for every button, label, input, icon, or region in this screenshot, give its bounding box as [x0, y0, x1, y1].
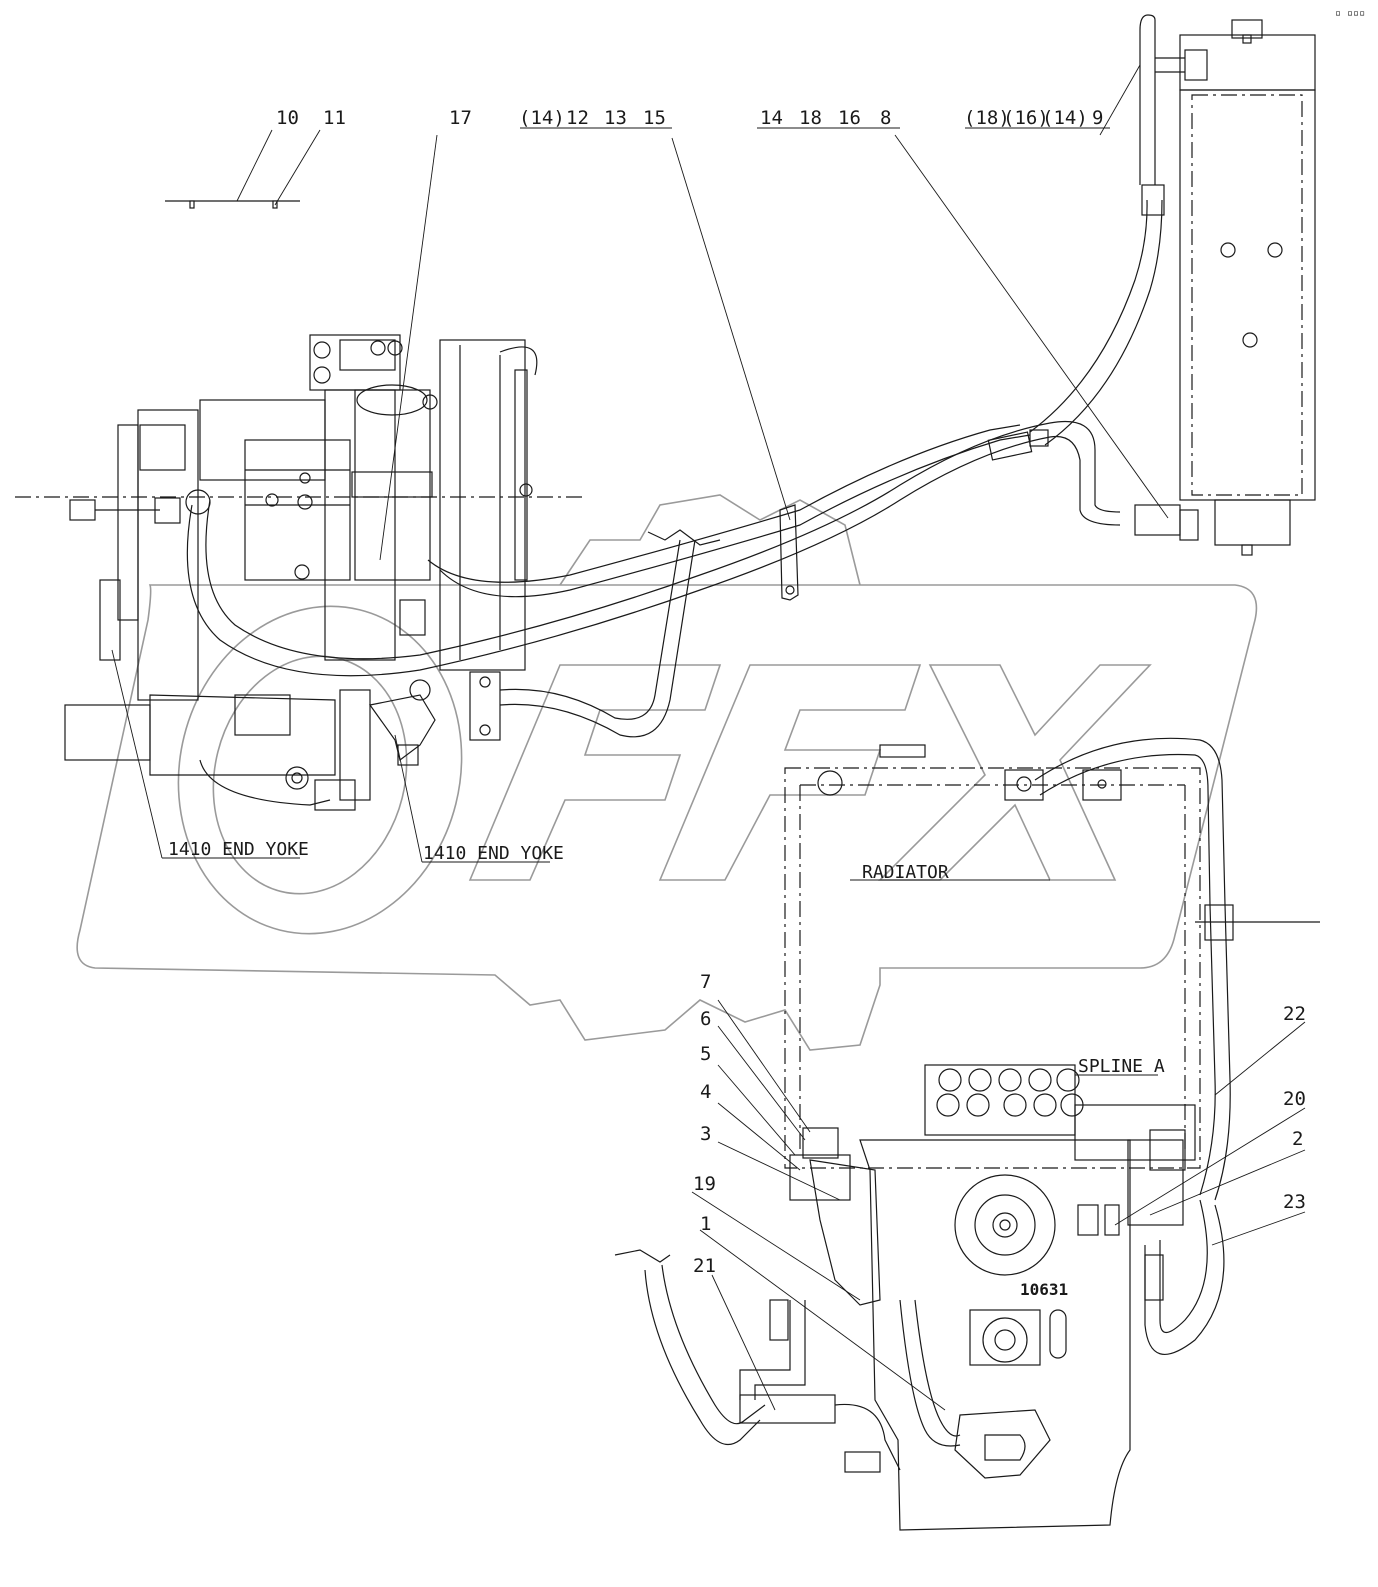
callouts-bottom: 7 6 5 4 3 19 1 21 22 20 2 23: [693, 971, 1306, 1277]
callout-13: 13: [604, 107, 627, 129]
callout-23: 23: [1283, 1191, 1306, 1213]
callout-4: 4: [700, 1081, 711, 1103]
callout-9: 9: [1092, 107, 1103, 129]
callout-15: 15: [643, 107, 666, 129]
callout-12: 12: [566, 107, 589, 129]
callouts-top: 10 11 17 (14) 12 13 15 14 18 16 8 (18) (…: [276, 107, 1103, 129]
radiator-outline: [784, 744, 1201, 1169]
callout-16: 16: [838, 107, 861, 129]
tank-part-9: [1134, 19, 1316, 556]
bracket-part-15: [779, 504, 799, 601]
end-yoke-label-right: 1410 END YOKE: [423, 843, 564, 864]
callout-18: 18: [799, 107, 822, 129]
corner-mark: ▫ ▫▫▫: [1335, 8, 1365, 19]
callout-10: 10: [276, 107, 299, 129]
end-yoke-label-left: 1410 END YOKE: [168, 839, 309, 860]
callout-2: 2: [1292, 1128, 1303, 1150]
callout-6: 6: [700, 1008, 711, 1030]
callout-20: 20: [1283, 1088, 1306, 1110]
callout-1: 1: [700, 1213, 711, 1235]
callout-7: 7: [700, 971, 711, 993]
leader-lines: [111, 64, 1306, 1411]
callout-8: 8: [880, 107, 891, 129]
radiator-label: RADIATOR: [862, 862, 949, 883]
text-labels: 1410 END YOKE 1410 END YOKE RADIATOR SPL…: [168, 839, 1165, 1299]
callout-19: 19: [693, 1173, 716, 1195]
callout-14: 14: [760, 107, 783, 129]
hose-part-22: [1034, 737, 1320, 1355]
callout-16-ref: (16): [1003, 107, 1049, 129]
watermark: [76, 494, 1258, 1051]
hose-part-21: [614, 1249, 901, 1473]
callout-21: 21: [693, 1255, 716, 1277]
callout-18-ref: (18): [964, 107, 1010, 129]
callout-14-ref: (14): [519, 107, 565, 129]
plate-part-10: [165, 129, 321, 209]
spline-label: SPLINE A: [1078, 1056, 1165, 1077]
callout-14-ref-2: (14): [1042, 107, 1088, 129]
callout-22: 22: [1283, 1003, 1306, 1025]
upper-hoses: [186, 14, 1208, 738]
callout-5: 5: [700, 1043, 711, 1065]
engine-assembly: [789, 1064, 1196, 1531]
part-stamp: 10631: [1020, 1280, 1068, 1299]
callout-17: 17: [449, 107, 472, 129]
callout-3: 3: [700, 1123, 711, 1145]
upper-pump-assembly: [64, 334, 538, 811]
bracket-bolt: [785, 585, 795, 595]
callout-11: 11: [323, 107, 346, 129]
